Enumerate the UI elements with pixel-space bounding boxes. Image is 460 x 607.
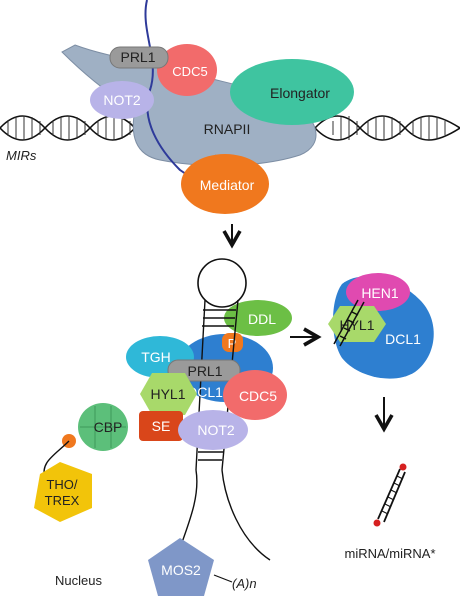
tho-label-2: TREX (45, 493, 80, 508)
mediator: Mediator (181, 154, 269, 214)
se: SE (139, 411, 183, 441)
hen1-label: HEN1 (361, 285, 399, 301)
nucleus-label: Nucleus (55, 573, 102, 588)
cdc5-complex-label: CDC5 (239, 388, 277, 404)
prl1-complex-label: PRL1 (187, 363, 222, 379)
hyl1-right-label: HYL1 (339, 317, 374, 333)
cbp: CBP (78, 403, 128, 451)
cdc5-top: CDC5 (157, 44, 217, 96)
transcription-complex: NOT2 CDC5 PRL1 Elongator RNAPII Mediator… (0, 0, 460, 214)
processing-complex: DDL P TGH PRL1 DCL1 HYL1 (34, 258, 292, 596)
polya-tail-line (213, 574, 233, 583)
polya-open: ( (232, 576, 238, 591)
tho-trex: THO/ TREX (34, 462, 92, 522)
rnapii-label: RNAPII (204, 121, 251, 137)
not2-complex-label: NOT2 (197, 422, 235, 438)
mos2-label: MOS2 (161, 562, 201, 578)
elongator-label: Elongator (270, 85, 330, 101)
ddl: DDL (224, 300, 292, 336)
hen1: HEN1 (346, 273, 410, 311)
dicing-complex: HEN1 HYL1 DCL1 (328, 273, 434, 379)
prl1-top-label: PRL1 (120, 49, 155, 65)
cdc5-complex: CDC5 (223, 370, 287, 420)
polya-label: (A)n (232, 576, 257, 591)
ddl-label: DDL (248, 311, 276, 327)
hairpin-loop (197, 258, 247, 308)
elongator: Elongator (230, 59, 354, 125)
polya-text: A)n (235, 576, 256, 591)
mirna-label: miRNA/miRNA* (345, 546, 436, 561)
dcl1-right-label: DCL1 (385, 331, 421, 347)
tho-label-1: THO/ (46, 477, 77, 492)
hyl1-complex-label: HYL1 (150, 386, 185, 402)
mos2: MOS2 (148, 538, 214, 596)
not2-complex: NOT2 (178, 410, 248, 450)
hyl1-complex: HYL1 (140, 373, 197, 415)
phosphate-label: P (228, 336, 237, 351)
mirs-label: MIRs (6, 148, 37, 163)
prl1-top: PRL1 (109, 46, 169, 69)
tgh-label: TGH (141, 349, 171, 365)
cdc5-top-label: CDC5 (172, 64, 207, 79)
phosphate: P (222, 333, 243, 352)
dcl1-label: DCL1 (187, 384, 223, 400)
mirna-duplex-bound (333, 299, 365, 347)
mediator-label: Mediator (200, 177, 255, 193)
cbp-label: CBP (94, 419, 123, 435)
hyl1-right: HYL1 (328, 306, 386, 342)
mirna-duplex-free (373, 463, 407, 527)
se-label: SE (152, 418, 171, 434)
not2-top: NOT2 (90, 81, 154, 119)
not2-top-label: NOT2 (103, 92, 141, 108)
